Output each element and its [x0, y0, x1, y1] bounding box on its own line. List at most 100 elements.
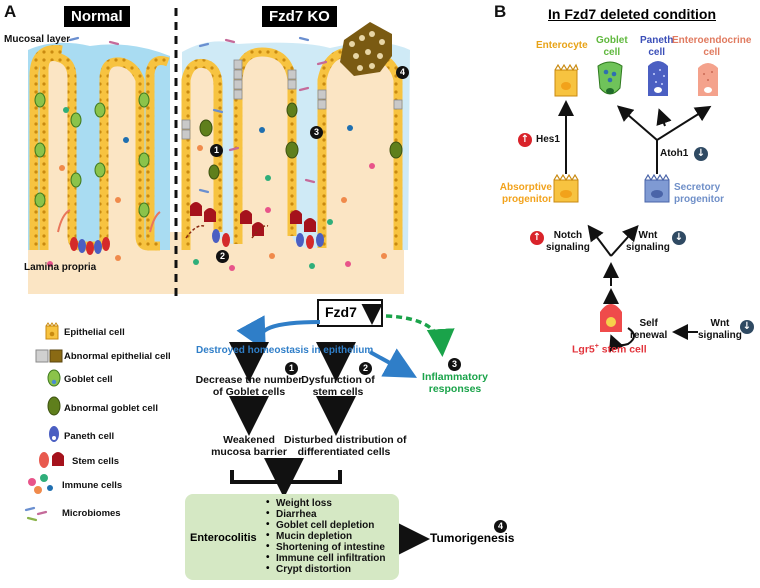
enteroendocrine-label: Enteroendocrine cell [672, 35, 751, 59]
absorptive-line-1: Absorptive [499, 182, 552, 193]
absorptive-line-2: progenitor [502, 194, 552, 205]
goblet-cell-b-icon [597, 61, 623, 95]
weakened-line-2: mucosa barrier [211, 446, 287, 458]
symptom-3: Mucin depletion [276, 531, 353, 542]
immune-cells-scatter [47, 107, 387, 271]
self-renewal-label: Self renewal [630, 318, 667, 342]
lgr5-rest: stem cell [598, 343, 647, 356]
microbiomes-icon [24, 506, 48, 522]
legend-epithelial-cell: Epithelial cell [64, 327, 125, 338]
abnormal-epithelial-cell-icon [35, 349, 63, 363]
wnt2-line-1: Wnt [710, 318, 730, 329]
fzd7-label: Fzd7 [325, 304, 357, 320]
marker-2: 2 [216, 250, 229, 263]
normal-villi [29, 45, 170, 255]
wnt-down-icon: ↓ [672, 231, 686, 245]
absorptive-progenitor-icon [553, 173, 579, 203]
secretory-progenitor-icon [644, 173, 670, 203]
secretory-progenitor-label: Secretory progenitor [674, 182, 724, 206]
disturbed-line-1: Disturbed distribution of [284, 434, 407, 446]
legend-microbiomes: Microbiomes [62, 508, 121, 519]
paneth-cell-icon [49, 426, 59, 442]
dysfunction-line-2: stem cells [312, 386, 364, 398]
goblet-b-line-2: cell [603, 47, 621, 58]
symptom-2: Goblet cell depletion [276, 520, 375, 531]
lgr5-sup: + [594, 343, 599, 350]
hes1-label: Hes1 [536, 134, 560, 145]
mucosal-layer-label: Mucosal layer [4, 34, 71, 45]
legend-paneth-cell: Paneth cell [64, 431, 115, 442]
notch-line-2: signaling [546, 242, 590, 253]
disturbed-line-2: differentiated cells [297, 446, 391, 458]
panel-b-label: B [494, 2, 507, 21]
goblet-cell-b-label: Goblet cell [596, 35, 628, 59]
symptom-1: Diarrhea [276, 509, 317, 520]
dysfunction-line-1: Dysfunction of [301, 374, 375, 386]
weakened-line-1: Weakened [223, 434, 275, 446]
paneth-cell-b-icon [648, 61, 668, 96]
tumor-cluster [340, 22, 392, 76]
paneth-b-line-1: Paneth [640, 35, 674, 46]
hes1-up-icon: ↑ [518, 133, 532, 147]
enteroendocrine-cell-icon [698, 63, 718, 96]
paneth-cell-b-label: Paneth cell [640, 35, 673, 59]
epithelial-cell-icon [45, 322, 59, 340]
bullets: ••••••• [266, 497, 270, 574]
inflammatory-line-2: responses [428, 383, 482, 395]
secretory-line-2: progenitor [674, 194, 724, 205]
goblet-cell-icon [47, 369, 61, 387]
marker-1: 1 [210, 144, 223, 157]
flow-marker-1: 1 [285, 362, 298, 375]
symptom-5: Immune cell infiltration [276, 553, 386, 564]
inflammatory-label: Inflammatory responses [412, 371, 498, 395]
legend-goblet-cell: Goblet cell [64, 374, 113, 385]
entero-line-1: Enteroendocrine [672, 35, 752, 46]
flow-marker-4: 4 [494, 520, 507, 533]
lgr5-stem-cell-icon [600, 304, 622, 332]
notch-line-1: Notch [553, 230, 583, 241]
tumorigenesis-label: Tumorigenesis [430, 531, 515, 545]
abnormal-goblet-cell-icon [47, 396, 61, 416]
atoh1-down-icon: ↓ [694, 147, 708, 161]
legend-abnormal-goblet-cell: Abnormal goblet cell [64, 403, 158, 414]
symptom-0: Weight loss [276, 498, 332, 509]
self-line-2: renewal [630, 330, 668, 341]
lgr5-stem-cell-label: Lgr5+ stem cell [572, 343, 647, 356]
wnt-line-2: signaling [626, 242, 670, 253]
enterocolitis-box [185, 494, 399, 580]
flow-marker-2: 2 [359, 362, 372, 375]
decrease-line-2: of Goblet cells [212, 386, 286, 398]
wnt2-signaling-label: Wnt signaling [698, 318, 742, 342]
stem-cells-icon [39, 452, 64, 468]
panel-a-label: A [4, 2, 17, 21]
lgr5-text: Lgr5 [572, 343, 595, 356]
normal-header: Normal [64, 6, 130, 27]
entero-line-2: cell [703, 47, 721, 58]
decrease-goblet-label: Decrease the number of Goblet cells [194, 374, 304, 398]
enterocyte-label: Enterocyte [536, 40, 588, 51]
destroyed-homeostasis-label: Destroyed homeostasis in epithelium [196, 345, 374, 356]
self-line-1: Self [639, 318, 658, 329]
absorptive-progenitor-label: Absorptive progenitor [496, 182, 552, 206]
wnt-signaling-label: Wnt signaling [626, 230, 670, 254]
notch-signaling-label: Notch signaling [546, 230, 590, 254]
atoh1-label: Atoh1 [660, 148, 689, 159]
wnt2-down-icon: ↓ [740, 320, 754, 334]
paneth-b-line-2: cell [648, 47, 666, 58]
notch-up-icon: ↑ [530, 231, 544, 245]
weakened-label: Weakened mucosa barrier [194, 434, 304, 458]
legend-abnormal-epithelial-cell: Abnormal epithelial cell [64, 351, 171, 362]
goblet-b-line-1: Goblet [596, 35, 628, 46]
dysfunction-label: Dysfunction of stem cells [290, 374, 386, 398]
marker-4: 4 [396, 66, 409, 79]
flow-marker-3: 3 [448, 358, 461, 371]
panel-b-title: In Fzd7 deleted condition [548, 6, 716, 22]
wnt2-line-2: signaling [698, 330, 742, 341]
enterocolitis-label: Enterocolitis [190, 532, 257, 544]
symptom-6: Crypt distortion [276, 564, 351, 575]
legend-immune-cells: Immune cells [62, 480, 123, 491]
